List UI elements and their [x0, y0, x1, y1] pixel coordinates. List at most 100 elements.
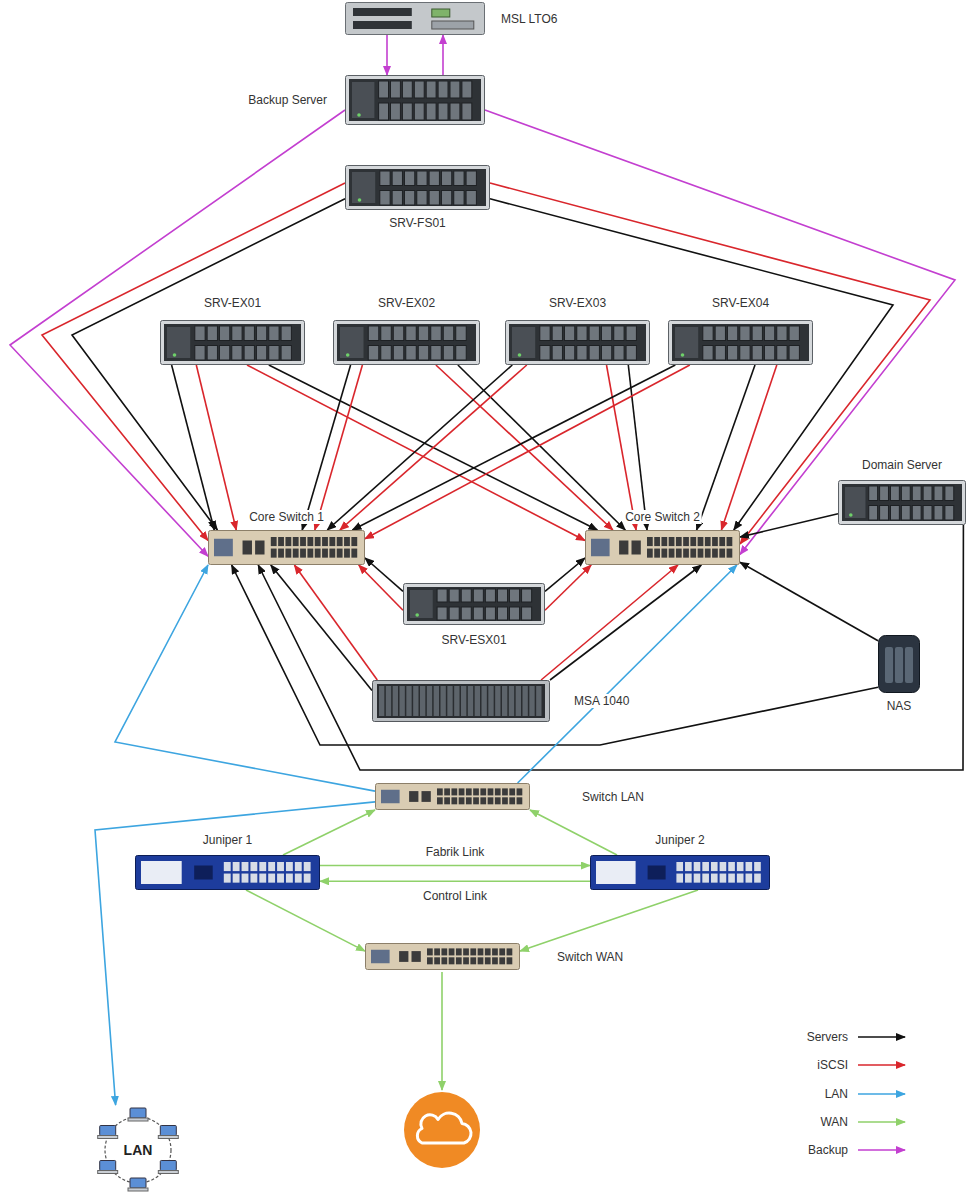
device-part — [426, 103, 436, 120]
device-part — [392, 171, 402, 186]
device-part — [351, 537, 357, 546]
device-part — [438, 81, 448, 98]
device-label: Domain Server — [860, 458, 944, 472]
device-part — [368, 326, 378, 341]
device-part — [577, 346, 587, 361]
device-part — [752, 326, 762, 341]
connector — [359, 565, 403, 610]
device-part — [842, 484, 962, 521]
device-part — [161, 321, 305, 365]
device-part — [470, 948, 476, 955]
device-part — [449, 957, 455, 964]
device-part — [427, 686, 432, 716]
device-part — [473, 589, 483, 602]
device-part — [885, 647, 893, 683]
device-part — [512, 327, 535, 358]
device-part — [391, 81, 401, 98]
device-part — [278, 537, 284, 546]
device-part — [160, 1126, 176, 1136]
device-part — [414, 103, 424, 120]
device-part — [406, 326, 416, 341]
device-part — [589, 346, 599, 361]
device-part — [393, 686, 398, 716]
device-part — [694, 874, 701, 883]
device-part — [293, 549, 299, 558]
device-part — [591, 856, 770, 890]
device-part — [381, 346, 391, 361]
device-part — [470, 957, 476, 964]
device-part — [540, 326, 550, 341]
device-part — [456, 346, 466, 361]
device-part — [668, 320, 813, 365]
device-part — [845, 487, 865, 518]
device-part — [923, 506, 932, 521]
device-part — [353, 8, 412, 16]
device-part — [502, 788, 508, 795]
device-part — [365, 943, 520, 970]
device-node: NAS — [878, 635, 920, 693]
connector — [541, 565, 678, 680]
internet-cloud — [404, 1092, 480, 1168]
device-part — [632, 541, 641, 555]
device-part — [393, 346, 403, 361]
device-part — [523, 686, 528, 716]
connector — [283, 810, 375, 855]
device-part — [379, 686, 384, 716]
device-part — [409, 791, 418, 802]
device-part — [417, 191, 427, 206]
connector — [365, 558, 403, 591]
device-part — [443, 326, 453, 341]
device-part — [705, 537, 711, 546]
edge-label: Control Link — [421, 889, 489, 903]
device-part — [315, 549, 321, 558]
device-part — [737, 862, 744, 871]
device-part — [585, 530, 740, 565]
device-part — [540, 346, 550, 361]
device-node: SRV-FS01 — [345, 165, 490, 210]
device-part — [463, 957, 469, 964]
connector — [490, 199, 893, 530]
device-part — [346, 3, 485, 35]
device-part — [720, 874, 727, 883]
device-part — [381, 326, 391, 341]
device-part — [746, 862, 753, 871]
device-part — [596, 861, 636, 884]
device-part — [654, 537, 660, 546]
connector — [721, 365, 776, 530]
connector — [115, 565, 375, 791]
device-part — [901, 506, 910, 521]
device-part — [136, 856, 320, 890]
device-node: Backup Server — [345, 75, 485, 125]
device-part — [368, 346, 378, 361]
device-part — [429, 171, 439, 186]
device-part — [380, 171, 390, 186]
device-part — [286, 862, 293, 871]
device-node: Switch WAN — [365, 943, 520, 970]
device-part — [208, 530, 365, 565]
device-part — [346, 353, 350, 357]
device-label: SRV-EX01 — [202, 296, 263, 310]
device-part — [661, 549, 667, 558]
device-part — [912, 506, 921, 521]
device-part — [715, 326, 725, 341]
device-part — [672, 324, 809, 361]
device-part — [449, 948, 455, 955]
connector — [320, 880, 590, 882]
device-part — [522, 589, 532, 602]
device-part — [698, 537, 704, 546]
device-part — [443, 346, 453, 361]
device-part — [683, 549, 689, 558]
device-part — [352, 172, 375, 203]
device-part — [878, 635, 920, 693]
device-part — [669, 549, 675, 558]
device-part — [244, 346, 254, 361]
device-part — [415, 613, 419, 617]
device-part — [681, 353, 685, 357]
connector — [458, 365, 625, 530]
device-part — [522, 607, 532, 620]
device-part — [375, 783, 530, 810]
connector — [740, 514, 838, 537]
device-part — [454, 191, 464, 206]
device-part — [518, 353, 522, 357]
device-part — [454, 171, 464, 186]
